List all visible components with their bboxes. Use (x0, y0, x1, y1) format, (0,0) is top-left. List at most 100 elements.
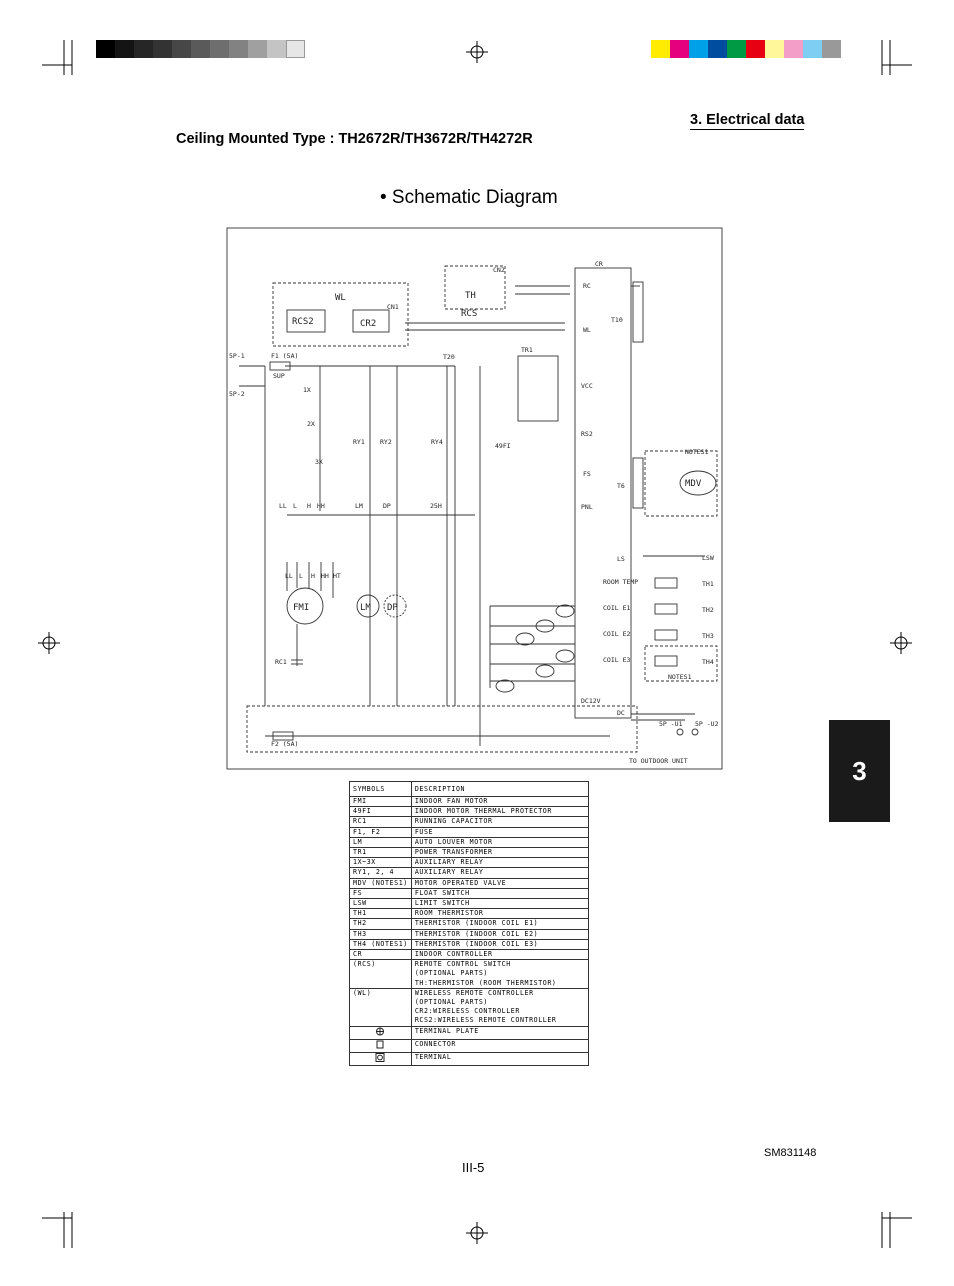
legend-description: THERMISTOR (INDOOR COIL E2) (410, 928, 590, 940)
legend-symbol: TH4 (NOTES1) (349, 938, 412, 951)
legend-symbol: LM (349, 836, 412, 849)
svg-text:ROOM TEMP: ROOM TEMP (603, 578, 638, 586)
svg-text:T10: T10 (611, 316, 623, 324)
chapter-tab: 3 (829, 720, 890, 822)
gray-swatch (96, 40, 115, 58)
gray-swatch (172, 40, 191, 58)
svg-text:L: L (299, 572, 303, 580)
legend-description: AUXILIARY RELAY (410, 867, 590, 879)
connector-icon (374, 1040, 386, 1051)
svg-text:FS: FS (583, 470, 591, 478)
legend-symbol: TH2 (349, 918, 412, 930)
legend-description: CONNECTOR (410, 1038, 590, 1054)
legend-symbol: TH1 (349, 908, 412, 920)
svg-text:5P-1: 5P-1 (229, 352, 245, 360)
legend-symbol: CR (349, 949, 412, 961)
gray-swatch (134, 40, 153, 58)
svg-text:COIL E2: COIL E2 (603, 630, 630, 638)
svg-text:TH1: TH1 (702, 580, 714, 588)
legend-description: WIRELESS REMOTE CONTROLLER(OPTIONAL PART… (410, 987, 590, 1027)
svg-text:COIL E1: COIL E1 (603, 604, 630, 612)
svg-text:DP: DP (383, 502, 391, 510)
svg-text:25H: 25H (430, 502, 442, 510)
svg-text:RS2: RS2 (581, 430, 593, 438)
legend-description-line: AUXILIARY RELAY (414, 868, 484, 877)
legend-row: TERMINAL PLATE (349, 1025, 590, 1040)
registration-target-icon (38, 41, 912, 1244)
svg-text:H: H (307, 502, 311, 510)
svg-text:DC12V: DC12V (581, 697, 601, 705)
legend-description-line: (OPTIONAL PARTS) (414, 969, 488, 978)
svg-text:5P-2: 5P-2 (229, 390, 245, 398)
svg-text:WL: WL (583, 326, 591, 334)
svg-text:L: L (293, 502, 297, 510)
legend-symbol: MDV (NOTES1) (349, 877, 412, 889)
svg-text:RC: RC (583, 282, 591, 290)
color-swatch (784, 40, 803, 58)
svg-text:CR2: CR2 (360, 319, 376, 329)
schematic-diagram: 5P-1 5P-2 F1 (5A) F2 (5A) SUP 1X 2X 3X R… (226, 227, 723, 770)
legend-description: LIMIT SWITCH (410, 898, 590, 910)
legend-description-line: (OPTIONAL PARTS) (414, 998, 488, 1007)
svg-text:TR1: TR1 (521, 346, 533, 354)
diagram-labels: 5P-1 5P-2 F1 (5A) F2 (5A) SUP 1X 2X 3X R… (229, 260, 719, 765)
legend-description-line: FUSE (414, 827, 434, 836)
legend-symbol: (WL) (349, 987, 412, 1027)
legend-description-line: LIMIT SWITCH (414, 899, 470, 908)
color-swatch (689, 40, 708, 58)
legend-description-line: REMOTE CONTROL SWITCH (414, 960, 511, 969)
legend-description: INDOOR MOTOR THERMAL PROTECTOR (410, 806, 590, 818)
legend-description-line: POWER TRANSFORMER (414, 848, 493, 857)
legend-description-line: THERMISTOR (INDOOR COIL E3) (414, 939, 539, 948)
legend-description-line: TERMINAL PLATE (414, 1026, 479, 1035)
gray-swatch (153, 40, 172, 58)
svg-text:T20: T20 (443, 353, 455, 361)
legend-description: TERMINAL (410, 1052, 590, 1067)
legend-description-line: AUTO LOUVER MOTOR (414, 837, 493, 846)
svg-text:CN2: CN2 (493, 266, 505, 274)
legend-symbol: TH3 (349, 928, 412, 940)
page-number: III-5 (462, 1160, 485, 1175)
legend-description: ROOM THERMISTOR (410, 908, 590, 920)
legend-description-line: TERMINAL (414, 1053, 452, 1062)
legend-row: MDV (NOTES1)MOTOR OPERATED VALVE (349, 877, 590, 889)
color-swatch (651, 40, 670, 58)
document-code: SM831148 (764, 1147, 817, 1159)
svg-text:VCC: VCC (581, 382, 593, 390)
legend-symbol: FS (349, 887, 412, 900)
svg-text:HH: HH (321, 572, 329, 580)
legend-symbol: 1X~3X (349, 857, 412, 869)
svg-text:2X: 2X (307, 420, 315, 428)
color-swatch (746, 40, 765, 58)
gray-swatch (210, 40, 229, 58)
legend-description-line: ROOM THERMISTOR (414, 909, 484, 918)
legend-description-line: AUXILIARY RELAY (414, 858, 484, 867)
svg-text:LM: LM (355, 502, 363, 510)
svg-text:CN1: CN1 (387, 303, 399, 311)
svg-text:LS: LS (617, 555, 625, 563)
legend-symbol (349, 1052, 412, 1067)
legend-row: TERMINAL (349, 1052, 590, 1067)
svg-text:FMI: FMI (293, 603, 309, 613)
svg-text:HT: HT (333, 572, 341, 580)
legend-description: RUNNING CAPACITOR (410, 816, 590, 828)
svg-text:RY2: RY2 (380, 438, 392, 446)
model-heading: Ceiling Mounted Type : TH2672R/TH3672R/T… (176, 131, 533, 147)
legend-header-symbols: SYMBOLS (349, 781, 412, 797)
legend-description: FLOAT SWITCH (410, 887, 590, 900)
legend-description: INDOOR CONTROLLER (410, 949, 590, 961)
svg-text:RY4: RY4 (431, 438, 443, 446)
section-heading: 3. Electrical data (690, 112, 805, 130)
svg-text:DP: DP (387, 603, 398, 613)
svg-text:RC1: RC1 (275, 658, 287, 666)
svg-text:WL: WL (335, 293, 346, 303)
gray-swatch (191, 40, 210, 58)
